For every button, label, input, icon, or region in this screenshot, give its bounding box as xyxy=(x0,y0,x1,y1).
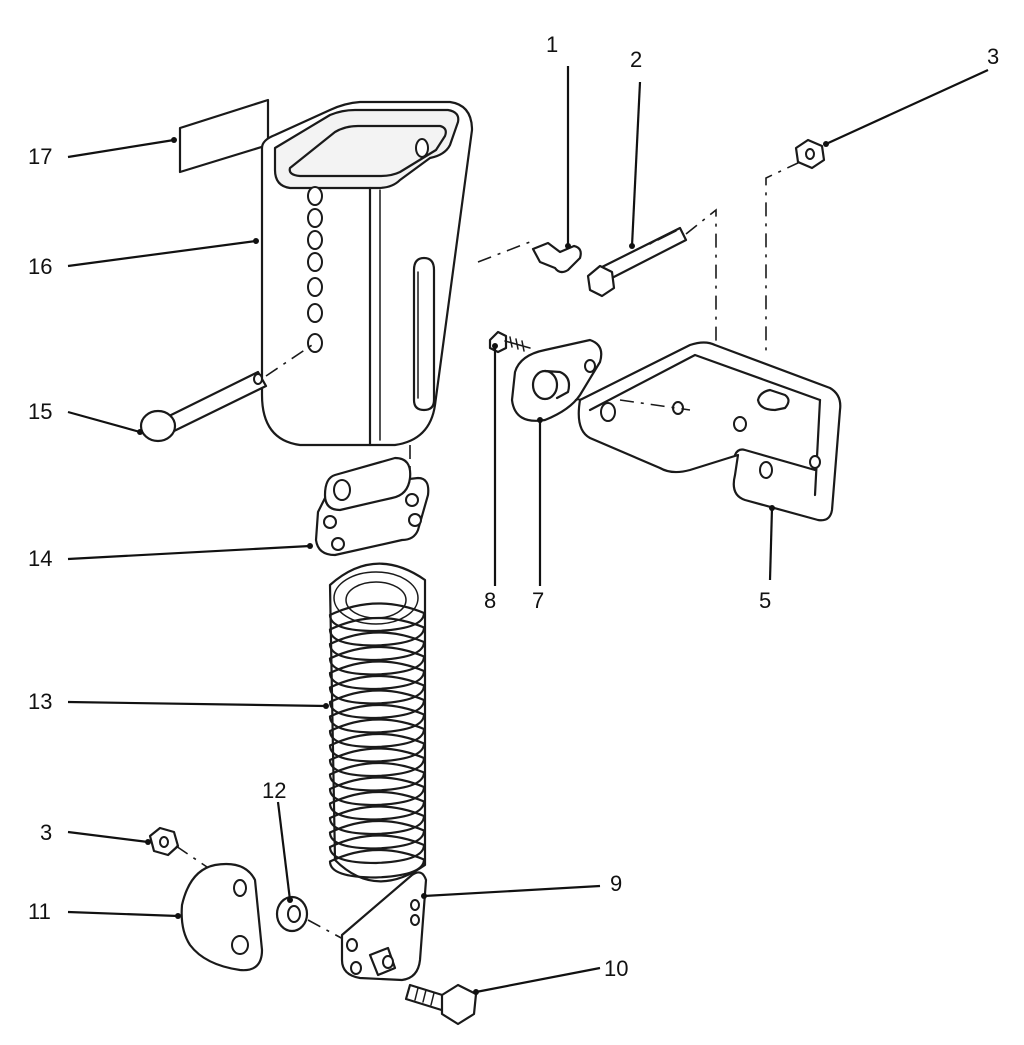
part-16-square-tube xyxy=(260,100,474,447)
part-1-hair-pin xyxy=(477,239,582,274)
part-2-bolt xyxy=(586,208,717,460)
spring-coil xyxy=(328,834,426,865)
part-11-plate xyxy=(180,862,264,972)
spring-coil xyxy=(328,602,426,633)
spring-coil xyxy=(328,819,426,850)
callout-17: 17 xyxy=(28,144,52,169)
part-13-spring xyxy=(328,562,427,883)
callout-12: 12 xyxy=(262,778,286,803)
callout-1: 1 xyxy=(546,32,558,57)
part-14-hinge-block xyxy=(314,445,430,557)
callout-14: 14 xyxy=(28,546,52,571)
callout-3-top: 3 xyxy=(987,44,999,69)
spring-coil xyxy=(328,703,426,734)
spring-coil xyxy=(328,776,426,807)
part-10-bolt xyxy=(404,983,478,1026)
part-15-pin xyxy=(139,342,316,443)
part-12-washer xyxy=(275,895,346,941)
spring-coil xyxy=(328,718,426,749)
callout-2: 2 xyxy=(630,47,642,72)
spring-coil xyxy=(328,732,426,763)
spring-coil xyxy=(328,616,426,647)
callout-labels: 1 2 3 3 5 7 8 9 10 11 12 13 14 15 16 17 xyxy=(28,32,999,981)
callout-16: 16 xyxy=(28,254,52,279)
callout-10: 10 xyxy=(604,956,628,981)
spring-coil xyxy=(328,674,426,705)
spring-coil xyxy=(328,645,426,676)
callout-15: 15 xyxy=(28,399,52,424)
callout-11: 11 xyxy=(28,899,51,924)
spring-coil xyxy=(328,848,426,879)
part-3-nut-top xyxy=(765,138,826,355)
callout-13: 13 xyxy=(28,689,52,714)
callout-3-bottom: 3 xyxy=(40,820,52,845)
callout-8: 8 xyxy=(484,588,496,613)
part-17-label-plate xyxy=(178,98,270,174)
callout-leaders xyxy=(67,66,989,995)
spring-coil xyxy=(328,631,426,662)
callout-5: 5 xyxy=(759,588,771,613)
spring-coil xyxy=(328,660,426,691)
spring-coil xyxy=(328,805,426,836)
spring-coil xyxy=(328,689,426,720)
part-9-bracket xyxy=(340,871,428,982)
spring-coil xyxy=(328,790,426,821)
callout-9: 9 xyxy=(610,871,622,896)
part-5-u-bracket xyxy=(577,341,842,522)
spring-coil xyxy=(328,747,426,778)
part-7-lug-plate xyxy=(510,338,636,422)
callout-7: 7 xyxy=(532,588,544,613)
spring-coil xyxy=(328,761,426,792)
